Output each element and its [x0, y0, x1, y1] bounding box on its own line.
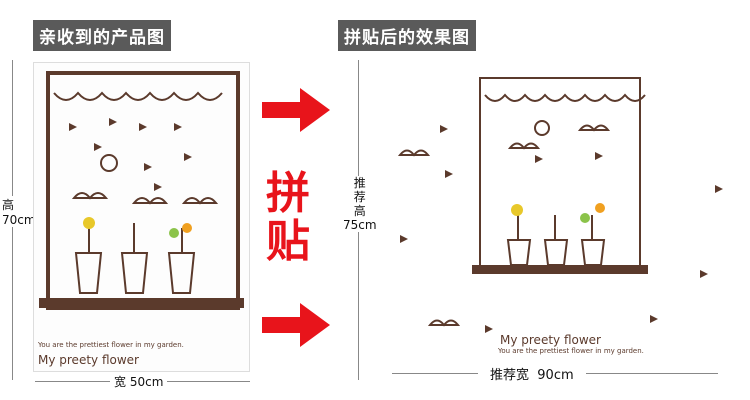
- collage-char: 拼: [266, 168, 310, 219]
- right-height-label: 推 荐 高 75cm: [343, 176, 377, 232]
- window-sticker-illustration: [39, 71, 244, 310]
- collage-char: 贴: [266, 216, 310, 267]
- left-height-label: 高 70cm: [2, 196, 38, 227]
- left-title: 亲收到的产品图: [33, 20, 171, 51]
- width-label: 宽: [114, 375, 127, 389]
- applied-sticker-illustration: [397, 77, 723, 333]
- left-width-label: 宽 50cm: [110, 373, 168, 390]
- scene-subtitle: You are the prettiest flower in my garde…: [498, 347, 644, 355]
- right-width-label: 推荐宽 90cm: [478, 364, 586, 383]
- width-value: 90cm: [537, 368, 574, 383]
- right-arrow-icon: [262, 303, 330, 347]
- width-value: 50cm: [129, 375, 164, 389]
- height-char: 荐: [353, 190, 366, 204]
- height-value: 75cm: [343, 218, 377, 232]
- width-label: 推荐宽: [490, 368, 530, 383]
- right-arrow-icon: [262, 88, 330, 132]
- right-title: 拼贴后的效果图: [338, 20, 476, 51]
- product-sheet: You are the prettiest flower in my garde…: [33, 62, 250, 372]
- sheet-title: My preety flower: [38, 353, 139, 367]
- sheet-subtitle: You are the prettiest flower in my garde…: [38, 341, 184, 349]
- collage-label: 拼 贴: [266, 170, 310, 266]
- height-label: 高: [2, 198, 15, 212]
- height-char: 高: [353, 204, 366, 218]
- scene-title: My preety flower: [500, 333, 601, 347]
- height-value: 70cm: [2, 213, 36, 227]
- height-char: 推: [353, 176, 366, 190]
